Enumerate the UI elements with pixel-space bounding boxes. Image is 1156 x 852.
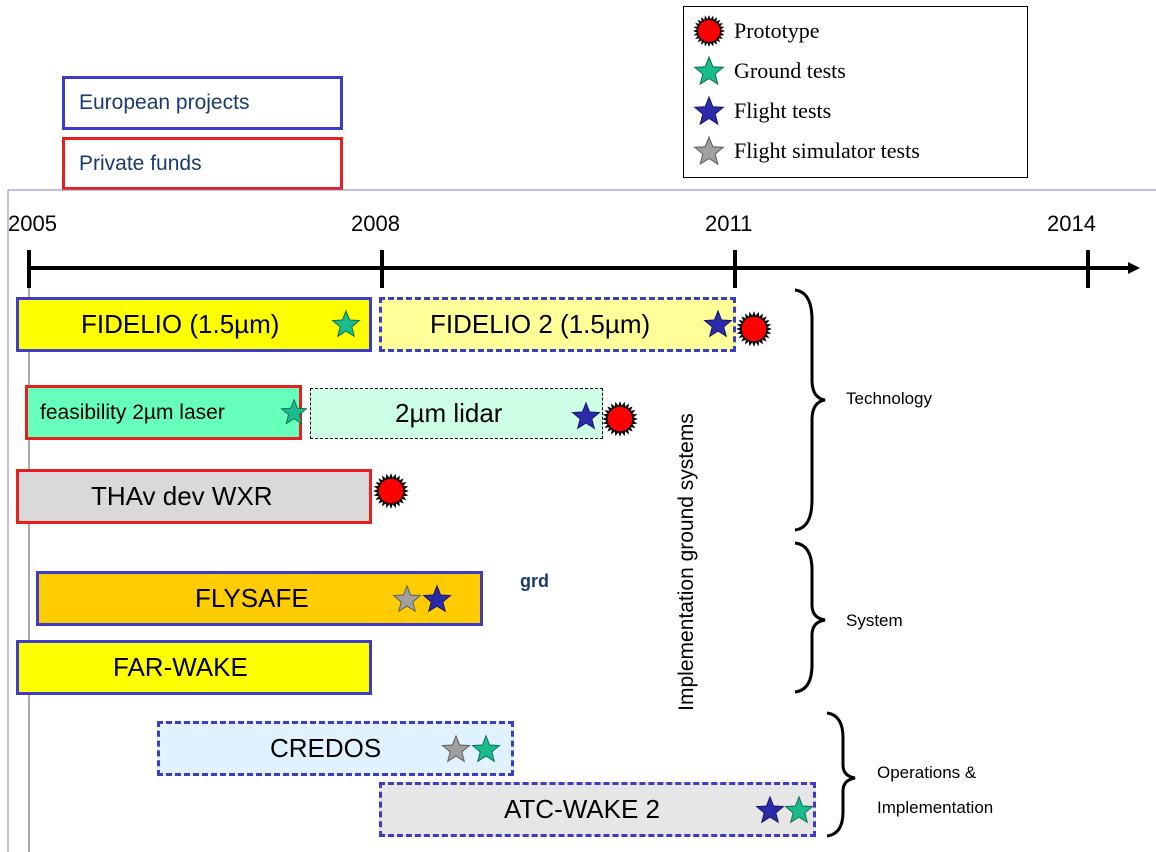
legend-simulator-label: Flight simulator tests [734, 138, 920, 163]
bar-2um-lidar: 2µm lidar [310, 388, 603, 439]
ground-star-icon [471, 734, 501, 763]
vertical-label: Implementation ground systems [675, 413, 698, 711]
bar-thav-label: THAv dev WXR [91, 481, 273, 511]
year-2005: 2005 [8, 211, 57, 236]
year-2014: 2014 [1047, 211, 1096, 236]
simulator-star-icon [693, 135, 725, 166]
ground-star-icon [784, 795, 814, 824]
prototype-icon [693, 15, 725, 47]
bar-fidelio: FIDELIO (1.5µm) [16, 297, 372, 352]
legend-row-simulator: Flight simulator tests [692, 133, 920, 169]
brace-operations [826, 711, 856, 838]
grd-label: grd [520, 571, 549, 591]
legend-row-ground: Ground tests [692, 53, 846, 89]
group-system: System [846, 611, 903, 630]
group-operations-line1: Operations & [877, 763, 977, 782]
bar-thav-dev-wxr: THAv dev WXR [16, 469, 372, 524]
prototype-icon [736, 311, 772, 347]
symbol-legend: Prototype Ground tests Flight tests Flig… [683, 6, 1028, 178]
group-operations-line2: Implementation [877, 798, 994, 817]
bar-fidelio-2-label: FIDELIO 2 (1.5µm) [430, 309, 651, 339]
simulator-star-icon [441, 734, 471, 763]
bar-far-wake: FAR-WAKE [16, 640, 372, 695]
prototype-icon [602, 401, 638, 437]
bar-atc-wake-2-label: ATC-WAKE 2 [504, 794, 661, 824]
brace-system [794, 541, 826, 694]
prototype-icon [373, 473, 409, 509]
ground-star-icon [280, 398, 308, 425]
simulator-star-icon [392, 584, 422, 613]
bar-fidelio-label: FIDELIO (1.5µm) [81, 309, 280, 339]
legend-ground-label: Ground tests [734, 58, 846, 83]
bar-flysafe: FLYSAFE [36, 571, 483, 626]
timeline-arrow-icon [1128, 262, 1140, 274]
year-2008: 2008 [351, 211, 400, 236]
flight-star-icon [703, 309, 733, 338]
year-2011: 2011 [705, 211, 753, 236]
bar-feasibility-laser: feasibility 2µm laser [25, 385, 302, 440]
bar-flysafe-label: FLYSAFE [195, 583, 309, 613]
bar-credos-label: CREDOS [270, 733, 382, 763]
legend-private-funds: Private funds [62, 137, 343, 190]
legend-private-label: Private funds [79, 151, 202, 175]
bar-atc-wake-2: ATC-WAKE 2 [379, 782, 816, 837]
legend-european-label: European projects [79, 91, 250, 114]
flight-star-icon [693, 95, 725, 126]
bar-feasibility-label: feasibility 2µm laser [40, 400, 225, 424]
legend-row-prototype: Prototype [692, 13, 820, 49]
ground-star-icon [693, 55, 725, 86]
legend-prototype-label: Prototype [734, 18, 820, 43]
brace-technology [794, 288, 826, 532]
bar-fidelio-2: FIDELIO 2 (1.5µm) [379, 297, 736, 352]
legend-flight-label: Flight tests [734, 98, 832, 123]
flight-star-icon [422, 584, 452, 613]
bar-far-wake-label: FAR-WAKE [113, 652, 248, 682]
flight-star-icon [571, 401, 601, 430]
bar-lidar-label: 2µm lidar [395, 398, 503, 428]
ground-star-icon [331, 309, 361, 338]
flight-star-icon [755, 795, 785, 824]
legend-european-projects: European projects [62, 76, 343, 130]
legend-row-flight: Flight tests [692, 93, 831, 129]
group-technology: Technology [846, 389, 933, 408]
